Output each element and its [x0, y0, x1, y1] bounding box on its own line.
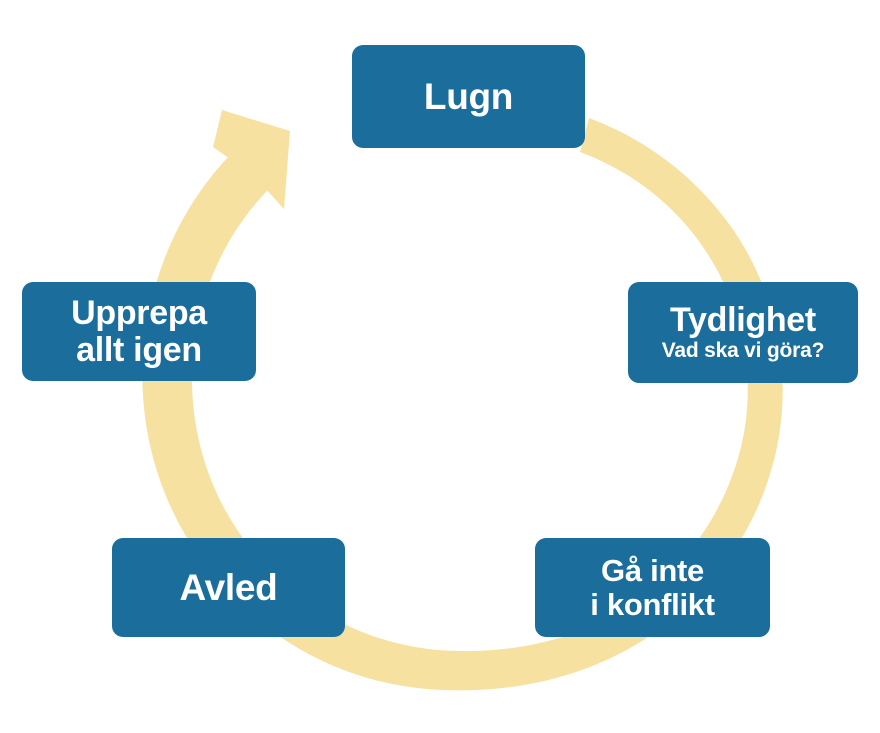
cycle-node-upprepa-allt-igen-title: Upprepa allt igen — [71, 293, 207, 369]
cycle-node-avled[interactable]: Avled — [112, 538, 345, 637]
cycle-node-lugn[interactable]: Lugn — [352, 45, 585, 148]
cycle-arrowhead — [213, 110, 290, 209]
cycle-node-ga-inte-i-konflikt-title: Gå inte i konflikt — [590, 553, 715, 622]
cycle-node-tydlighet[interactable]: Tydlighet Vad ska vi göra? — [628, 282, 858, 383]
cycle-node-lugn-title: Lugn — [423, 75, 514, 117]
cycle-node-tydlighet-subtitle: Vad ska vi göra? — [661, 339, 825, 363]
cycle-node-ga-inte-i-konflikt[interactable]: Gå inte i konflikt — [535, 538, 770, 637]
cycle-node-tydlighet-title: Tydlighet — [670, 301, 816, 340]
cycle-node-upprepa-allt-igen[interactable]: Upprepa allt igen — [22, 282, 256, 381]
cycle-node-avled-title: Avled — [179, 566, 278, 608]
